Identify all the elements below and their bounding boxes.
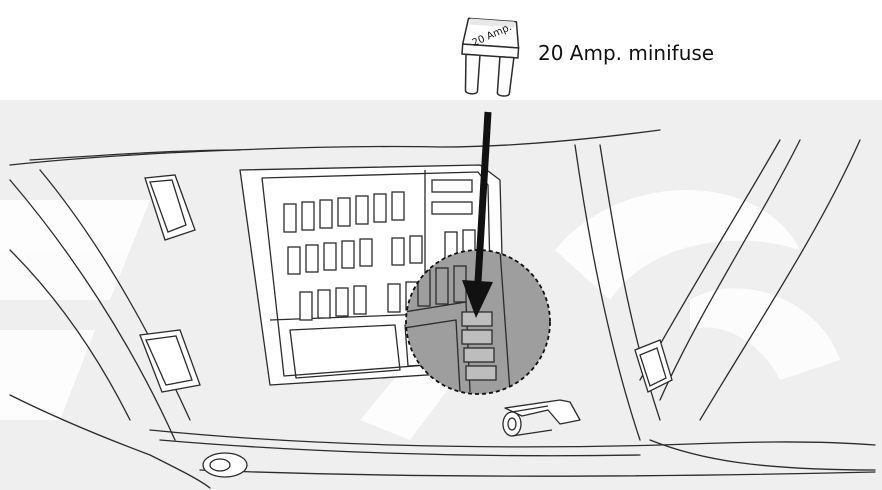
- minifuse-callout-label: 20 Amp. minifuse: [538, 43, 714, 63]
- minifuse-icon: 20 Amp.: [459, 18, 520, 97]
- screw-detail: [203, 453, 247, 477]
